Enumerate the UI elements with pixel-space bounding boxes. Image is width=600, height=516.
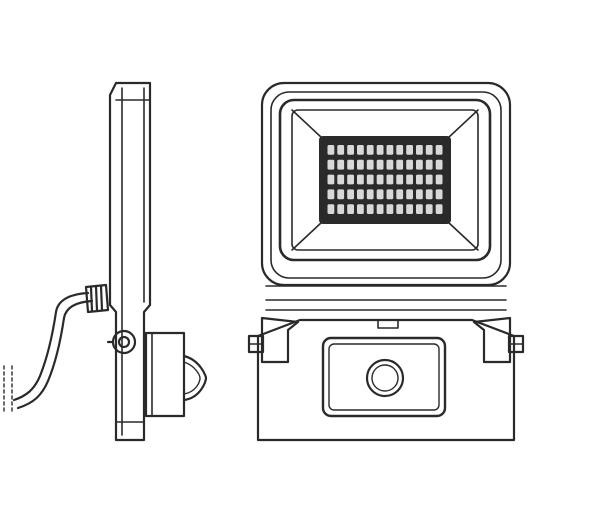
housing-profile: [108, 81, 152, 442]
led-chip: [396, 145, 404, 155]
led-chip: [416, 145, 423, 155]
led-chip: [435, 204, 443, 214]
sensor-mount-plate: [256, 318, 516, 442]
led-chip: [366, 159, 374, 170]
led-chip: [376, 159, 384, 170]
power-cable-icon: [3, 291, 94, 413]
led-chip: [357, 204, 364, 214]
reflector-frame: [278, 98, 492, 262]
led-chip: [386, 174, 394, 185]
led-chip: [416, 204, 423, 214]
led-chip: [327, 159, 335, 170]
led-chip: [347, 159, 354, 170]
led-chip: [366, 189, 374, 200]
led-array-panel: [319, 136, 451, 224]
led-chip: [366, 145, 374, 155]
led-chip: [435, 174, 443, 185]
led-chip: [425, 204, 433, 214]
led-chip: [416, 189, 423, 200]
led-dots-group: [327, 145, 443, 214]
bracket-right: [472, 316, 525, 364]
motion-sensor-icon: [144, 331, 208, 418]
led-chip: [357, 159, 364, 170]
led-chip: [366, 204, 374, 214]
bracket-left: [247, 316, 300, 364]
led-chip: [357, 174, 364, 185]
led-chip: [396, 189, 404, 200]
bracket-pivot-knob: [106, 329, 137, 355]
led-chip: [357, 189, 364, 200]
led-chip: [386, 204, 394, 214]
led-chip: [347, 145, 354, 155]
led-chip: [327, 174, 335, 185]
led-chip: [406, 159, 413, 170]
led-chip: [396, 159, 404, 170]
floodlight-front-view-icon: [247, 81, 525, 442]
led-chip: [337, 189, 345, 200]
led-chip: [435, 145, 443, 155]
led-chip: [327, 145, 335, 155]
led-chip: [416, 174, 423, 185]
led-chip: [376, 174, 384, 185]
led-chip: [337, 159, 345, 170]
led-chip: [376, 145, 384, 155]
led-chip: [337, 174, 345, 185]
reflector-inner: [291, 109, 479, 251]
led-chip: [386, 145, 394, 155]
led-chip: [347, 189, 354, 200]
led-chip: [376, 204, 384, 214]
led-chip: [425, 189, 433, 200]
led-chip: [435, 159, 443, 170]
led-chip: [425, 145, 433, 155]
floodlight-side-view-icon: [3, 81, 208, 442]
led-chip: [366, 174, 374, 185]
motion-sensor-icon: [321, 336, 447, 418]
led-chip: [347, 204, 354, 214]
led-chip: [337, 204, 345, 214]
led-chip: [327, 204, 335, 214]
led-chip: [386, 189, 394, 200]
led-chip: [416, 159, 423, 170]
led-chip: [386, 159, 394, 170]
led-chip: [347, 174, 354, 185]
front-housing-inner: [270, 91, 502, 279]
led-chip: [406, 145, 413, 155]
led-chip: [435, 189, 443, 200]
led-chip: [406, 189, 413, 200]
led-chip: [425, 174, 433, 185]
front-housing-outer: [260, 81, 512, 287]
led-chip: [396, 174, 404, 185]
led-chip: [357, 145, 364, 155]
led-chip: [337, 145, 345, 155]
led-chip: [425, 159, 433, 170]
led-chip: [376, 189, 384, 200]
cable-gland: [84, 283, 110, 314]
led-chip: [327, 189, 335, 200]
led-chip: [406, 204, 413, 214]
led-chip: [396, 204, 404, 214]
led-chip: [406, 174, 413, 185]
